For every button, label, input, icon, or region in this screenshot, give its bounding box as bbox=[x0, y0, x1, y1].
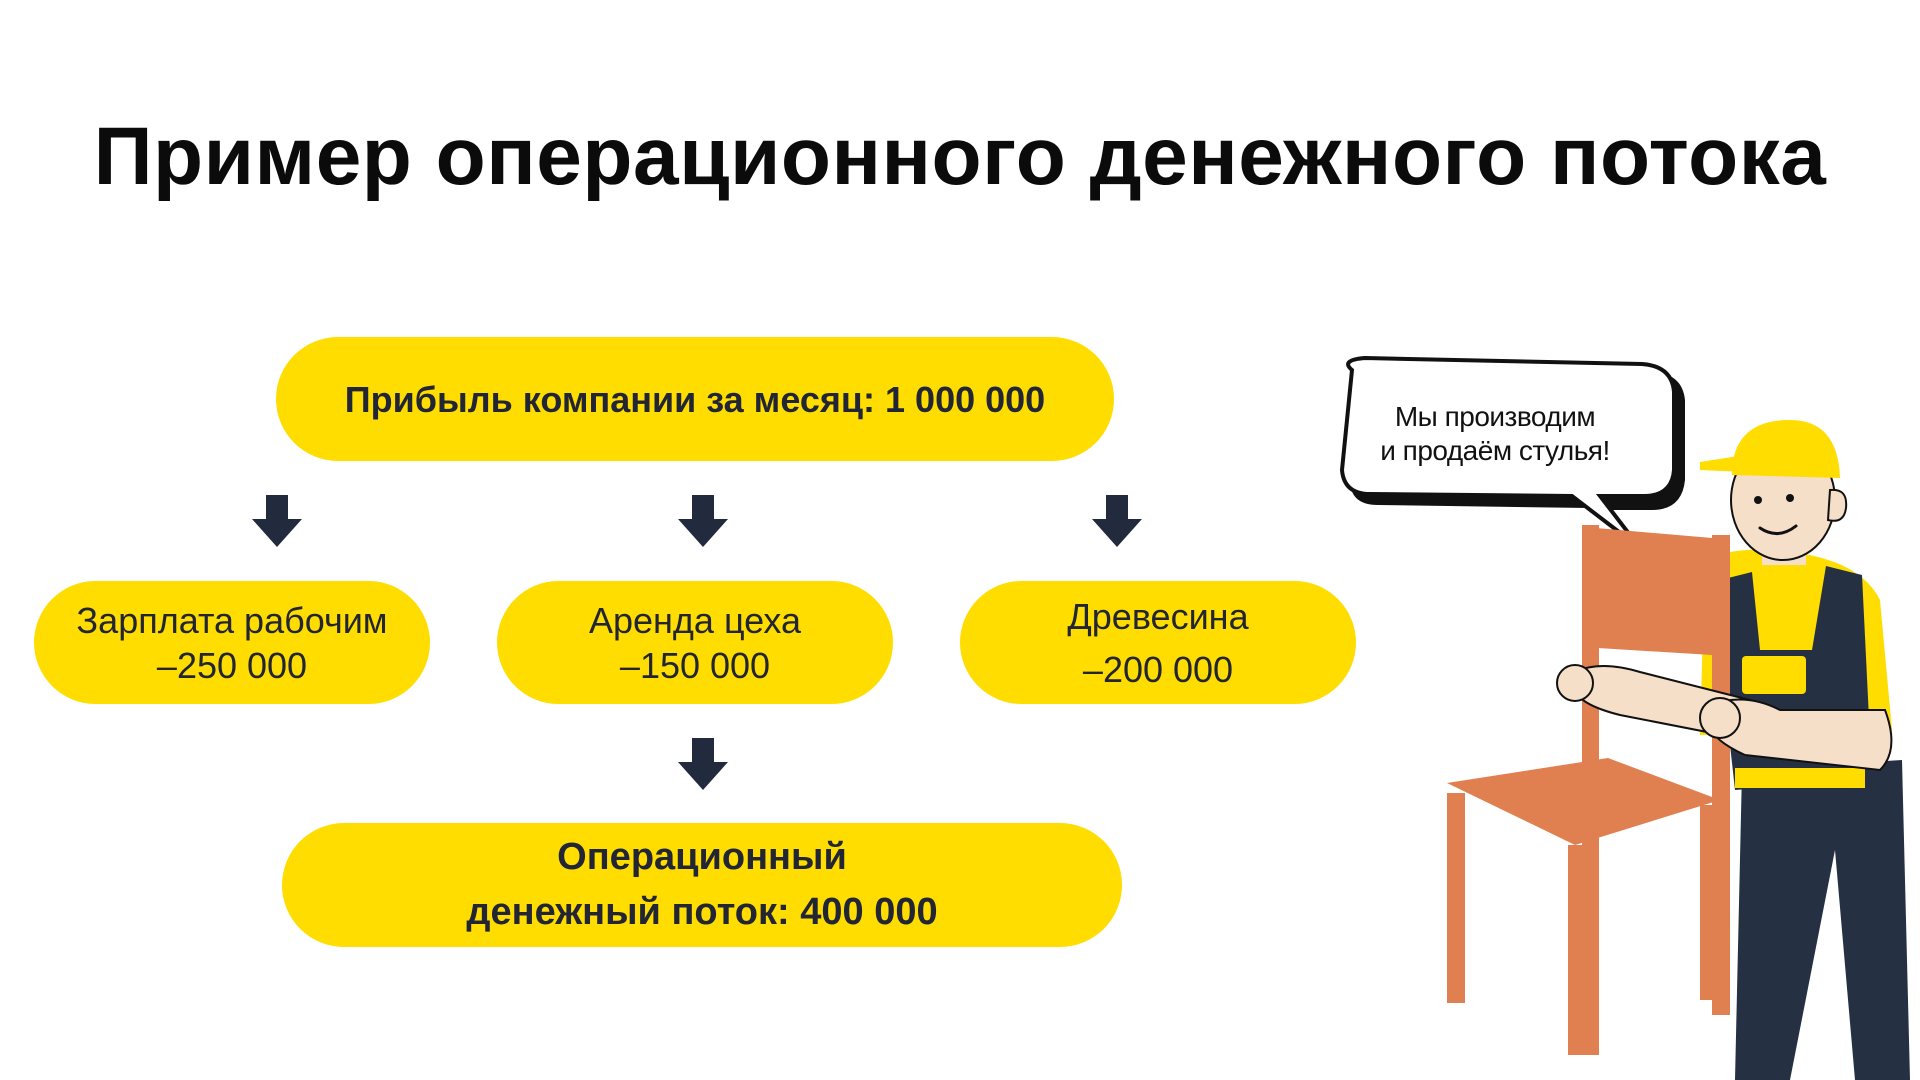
profit-label: Прибыль компании за месяц: bbox=[344, 378, 876, 420]
worker-eye-left bbox=[1754, 496, 1762, 504]
worker-eye-right bbox=[1786, 494, 1794, 502]
chair-leg-back bbox=[1700, 805, 1716, 1000]
profit-text: Прибыль компании за месяц: 1 000 000 bbox=[345, 377, 1045, 422]
expense-value: –250 000 bbox=[156, 644, 308, 686]
arrow-down-icon bbox=[678, 495, 728, 547]
expense-value: –200 000 bbox=[1082, 648, 1234, 690]
overalls-pocket bbox=[1742, 656, 1806, 694]
worker-hand-right bbox=[1699, 697, 1741, 739]
worker-smile bbox=[1758, 524, 1798, 535]
overalls-belt-stripe bbox=[1735, 768, 1865, 788]
worker-arm-right bbox=[1709, 698, 1893, 772]
arrow-down-icon bbox=[678, 738, 728, 790]
profit-value: 1 000 000 bbox=[885, 378, 1046, 420]
result-line-2: денежный поток: 400 000 bbox=[466, 891, 938, 933]
profit-box: Прибыль компании за месяц: 1 000 000 bbox=[276, 337, 1114, 461]
expense-label: Зарплата рабочим bbox=[76, 599, 388, 641]
result-line-1: Операционный bbox=[557, 835, 847, 878]
page-title: Пример операционного денежного потока bbox=[93, 111, 1827, 202]
expense-box-salary: Зарплата рабочим –250 000 bbox=[34, 581, 430, 704]
speech-bubble-text: Мы производим и продаём стулья! bbox=[1350, 400, 1640, 467]
speech-bubble bbox=[1339, 355, 1676, 550]
result-box: Операционный денежный поток: 400 000 bbox=[282, 823, 1122, 947]
chair-backrest bbox=[1596, 528, 1712, 655]
worker-legs bbox=[1735, 760, 1910, 1080]
worker-illustration bbox=[1339, 355, 1910, 1080]
chair-leg-front-right bbox=[1568, 845, 1586, 1055]
speech-line-1: Мы производим bbox=[1394, 401, 1596, 432]
speech-line-2: и продаём стулья! bbox=[1380, 434, 1610, 466]
chair-leg-front-left bbox=[1447, 793, 1465, 1003]
chair-back-post-right bbox=[1712, 535, 1730, 1015]
worker-cap-brim bbox=[1700, 455, 1745, 472]
expense-value: –150 000 bbox=[619, 644, 771, 686]
expense-box-rent: Аренда цеха –150 000 bbox=[497, 581, 893, 704]
arrow-down-icon bbox=[252, 495, 302, 547]
chair-seat bbox=[1447, 758, 1720, 845]
worker-ear bbox=[1826, 488, 1848, 522]
expense-label: Аренда цеха bbox=[588, 599, 802, 641]
arrow-down-icon bbox=[1092, 495, 1142, 547]
worker-cap bbox=[1732, 420, 1840, 478]
expense-label: Древесина bbox=[1067, 595, 1249, 637]
expense-box-wood: Древесина –200 000 bbox=[960, 581, 1356, 704]
worker-hand-left bbox=[1556, 664, 1594, 702]
